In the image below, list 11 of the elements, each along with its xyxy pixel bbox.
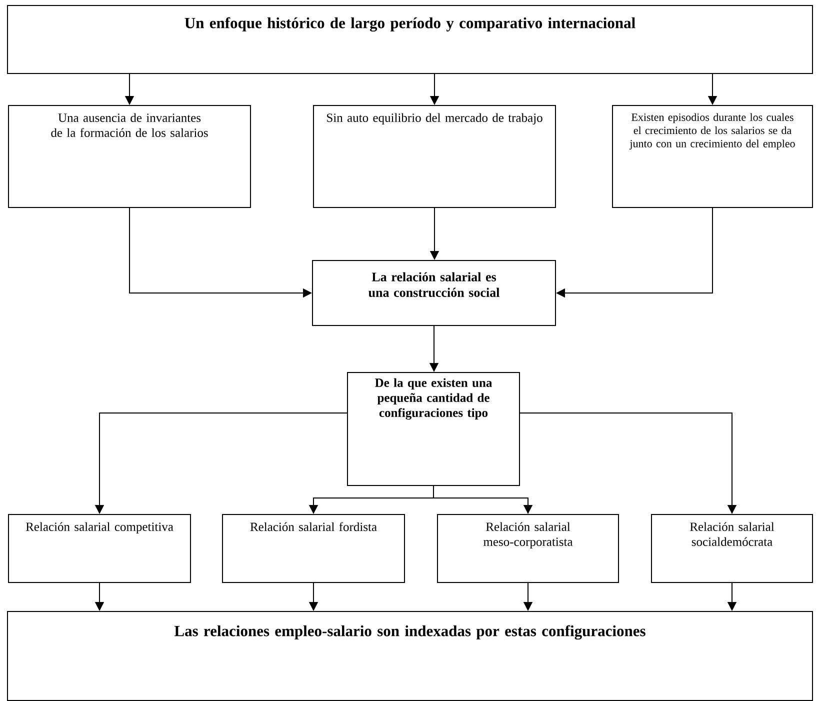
process-box: Relación salarial meso-corporatista (437, 514, 619, 583)
heading-box: Un enfoque histórico de largo período y comparativo internacional (7, 5, 813, 74)
process-box: La relación salarial es una construcción social (312, 260, 556, 326)
process-box: Sin auto equilibrio del mercado de trabajo (313, 105, 556, 208)
heading-box: Las relaciones empleo-salario son indexadas por estas configuraciones (7, 611, 813, 701)
process-box: Una ausencia de invariantes de la formación de los salarios (8, 105, 251, 208)
process-box: Relación salarial competitiva (8, 514, 191, 583)
process-box: De la que existen una pequeña cantidad de configuraciones tipo (347, 372, 520, 486)
process-box: Relación salarial fordista (222, 514, 405, 583)
process-box: Relación salarial socialdemócrata (651, 514, 813, 583)
process-box: Existen episodios durante los cuales el crecimiento de los salarios se da junto con un crecimiento del empleo (612, 105, 813, 208)
